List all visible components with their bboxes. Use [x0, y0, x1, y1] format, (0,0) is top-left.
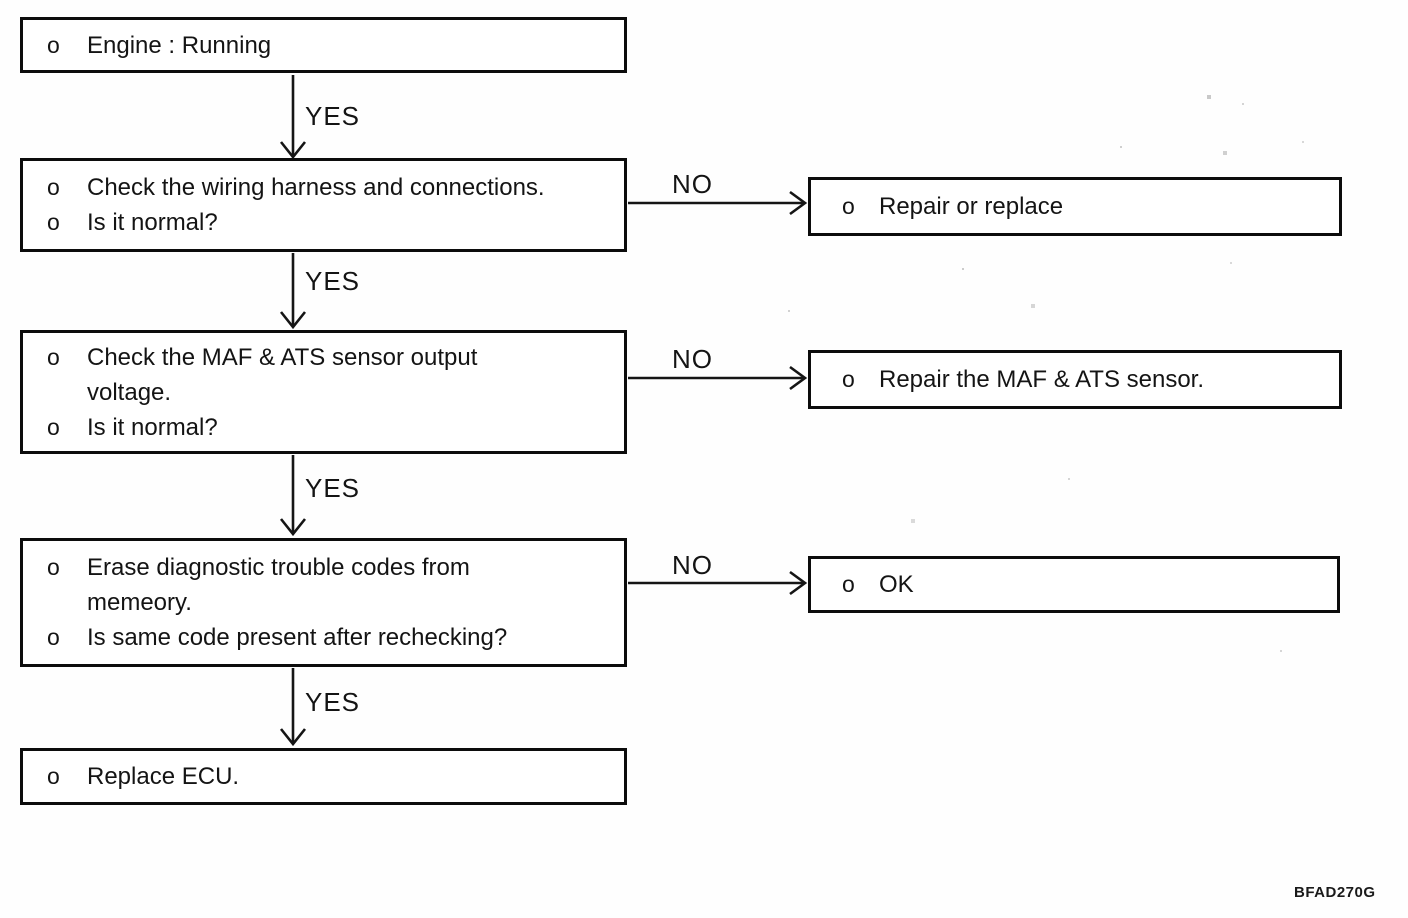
bullet: o: [47, 343, 60, 370]
flow-box-repair-maf-sensor: o Repair the MAF & ATS sensor.: [808, 350, 1342, 409]
flow-line-text: Erase diagnostic trouble codes from: [87, 554, 470, 581]
flow-line: o Is it normal?: [23, 410, 624, 445]
flow-line-text: Is it normal?: [87, 209, 218, 236]
flow-line: memeory.: [23, 585, 624, 620]
flow-line: o Check the MAF & ATS sensor output: [23, 340, 624, 375]
flow-line: o Replace ECU.: [23, 759, 624, 794]
flow-line: o OK: [811, 567, 1337, 602]
no-label-1: NO: [672, 169, 713, 199]
flow-line: o Erase diagnostic trouble codes from: [23, 550, 624, 585]
no-label-3: NO: [672, 550, 713, 580]
bullet: o: [47, 413, 60, 440]
flow-line-text: Check the wiring harness and connections…: [87, 174, 545, 201]
flow-line: o Is it normal?: [23, 205, 624, 240]
bullet: o: [47, 209, 60, 235]
flow-line: o Check the wiring harness and connectio…: [23, 170, 624, 205]
bullet: o: [47, 763, 60, 789]
flow-line-text: OK: [879, 571, 914, 598]
bullet: o: [842, 366, 855, 392]
bullet: o: [47, 174, 60, 200]
yes-label-1: YES: [305, 101, 361, 131]
arrow-engine-to-wiring: [279, 75, 307, 160]
flow-line-text: memeory.: [87, 589, 192, 616]
flow-line: voltage.: [23, 375, 624, 410]
flow-line-text: Repair the MAF & ATS sensor.: [879, 366, 1205, 393]
flow-box-maf-sensor-check: o Check the MAF & ATS sensor output volt…: [20, 330, 627, 454]
bullet: o: [47, 624, 60, 650]
arrow-erase-no: [628, 570, 808, 596]
yes-label-2: YES: [305, 266, 361, 296]
arrow-maf-to-erase: [279, 455, 307, 537]
yes-label-4: YES: [305, 687, 361, 717]
flow-box-engine: o Engine : Running: [20, 17, 627, 73]
flow-line-text: Is it normal?: [87, 413, 218, 441]
arrow-erase-to-ecu: [279, 668, 307, 747]
flow-line-text: Check the MAF & ATS sensor output: [87, 343, 478, 371]
flow-line: o Is same code present after rechecking?: [23, 620, 624, 655]
flow-line-text: Is same code present after rechecking?: [87, 624, 508, 651]
bullet: o: [842, 193, 855, 219]
arrow-wiring-no: [628, 190, 808, 216]
flow-line-text: Engine : Running: [87, 31, 272, 59]
bullet: o: [842, 571, 855, 597]
flow-line: o Repair or replace: [811, 189, 1339, 224]
flow-box-replace-ecu: o Replace ECU.: [20, 748, 627, 805]
figure-code: BFAD270G: [1294, 884, 1376, 901]
flow-box-ok: o OK: [808, 556, 1340, 613]
flow-line-text: voltage.: [87, 378, 172, 406]
yes-label-3: YES: [305, 473, 361, 503]
flow-line-text: Replace ECU.: [87, 763, 240, 790]
arrow-wiring-to-maf: [279, 253, 307, 330]
arrow-maf-no: [628, 365, 808, 391]
flow-box-erase-codes: o Erase diagnostic trouble codes from me…: [20, 538, 627, 667]
flow-line-text: Repair or replace: [879, 193, 1064, 220]
flow-box-repair-or-replace: o Repair or replace: [808, 177, 1342, 236]
flow-box-wiring-check: o Check the wiring harness and connectio…: [20, 158, 627, 252]
bullet: o: [47, 31, 60, 58]
scan-noise: [0, 0, 2, 2]
bullet: o: [47, 554, 60, 580]
flow-line: o Engine : Running: [23, 28, 624, 63]
flow-line: o Repair the MAF & ATS sensor.: [811, 362, 1339, 397]
no-label-2: NO: [672, 344, 713, 374]
